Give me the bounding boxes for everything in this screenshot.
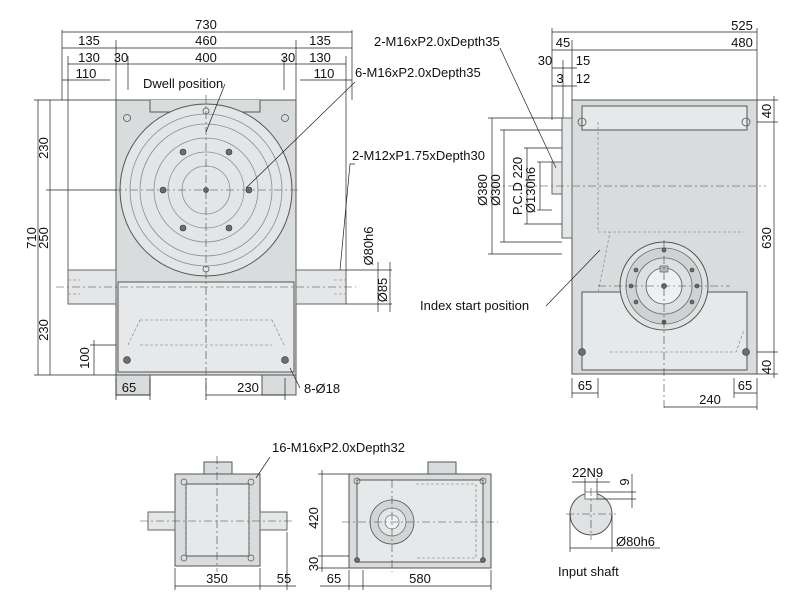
dim-730: 730 [195, 17, 217, 32]
dim-65-back: 65 [327, 571, 341, 586]
side-view: 2-M16xP2.0xDepth35 525 45 480 30 15 3 12… [374, 18, 778, 410]
dim-30-back: 30 [306, 557, 321, 571]
input-shaft-detail: 22N9 9 Ø80h6 Input shaft [558, 465, 660, 579]
dim-30-side: 30 [538, 53, 552, 68]
dim-420: 420 [306, 507, 321, 529]
dim-d80h6: Ø80h6 [361, 226, 376, 265]
index-start-label: Index start position [420, 298, 529, 313]
top-view-holes-label: 16-M16xP2.0xDepth32 [272, 440, 405, 455]
dim-110-right: 110 [314, 66, 335, 81]
dim-3: 3 [556, 71, 563, 86]
mount-holes-label: 8-Ø18 [304, 381, 340, 396]
dim-230-top: 230 [36, 137, 51, 159]
dim-65-side-left: 65 [578, 378, 592, 393]
dim-15: 15 [576, 53, 590, 68]
dim-525: 525 [731, 18, 753, 33]
dim-230-bottom-width: 230 [237, 380, 259, 395]
dim-65-side-right: 65 [738, 378, 752, 393]
top-view: 16-M16xP2.0xDepth32 350 55 [140, 440, 405, 590]
dim-d300: Ø300 [488, 174, 503, 206]
dim-30-left: 30 [114, 50, 128, 65]
dim-240: 240 [699, 392, 721, 407]
dim-55: 55 [277, 571, 291, 586]
dim-9: 9 [617, 478, 632, 485]
dwell-position-label: Dwell position [143, 76, 223, 91]
dim-d80h6-input: Ø80h6 [616, 534, 655, 549]
dim-d380: Ø380 [475, 174, 490, 206]
dim-65: 65 [122, 380, 136, 395]
dim-710: 710 [24, 227, 39, 249]
dim-45: 45 [556, 35, 570, 50]
dim-580: 580 [409, 571, 431, 586]
dim-135-left: 135 [78, 33, 100, 48]
dim-30-right: 30 [281, 50, 295, 65]
dim-230-bottom: 230 [36, 319, 51, 341]
dim-22n9: 22N9 [572, 465, 603, 480]
back-view: 420 30 65 580 [306, 461, 498, 590]
dim-130-left: 130 [78, 50, 100, 65]
dim-40-bottom: 40 [759, 360, 774, 374]
dim-12: 12 [576, 71, 590, 86]
input-shaft-label: Input shaft [558, 564, 619, 579]
dim-480: 480 [731, 35, 753, 50]
dim-130-right: 130 [309, 50, 331, 65]
dim-100: 100 [77, 347, 92, 369]
dim-d130h6: Ø130h6 [523, 167, 538, 213]
table-holes-label: 6-M16xP2.0xDepth35 [355, 65, 481, 80]
dim-350: 350 [206, 571, 228, 586]
dim-pcd220: P.C.D 220 [510, 157, 525, 215]
dim-460: 460 [195, 33, 217, 48]
dim-d85: Ø85 [375, 278, 390, 303]
dim-135-right: 135 [309, 33, 331, 48]
front-view: 730 135 460 135 130 30 400 30 130 110 11… [24, 17, 485, 400]
shaft-holes-label: 2-M12xP1.75xDepth30 [352, 148, 485, 163]
side-top-holes-label: 2-M16xP2.0xDepth35 [374, 34, 500, 49]
dim-630: 630 [759, 227, 774, 249]
dim-110-left: 110 [76, 66, 97, 81]
dim-40-top: 40 [759, 104, 774, 118]
dim-250: 250 [36, 227, 51, 249]
dim-400: 400 [195, 50, 217, 65]
